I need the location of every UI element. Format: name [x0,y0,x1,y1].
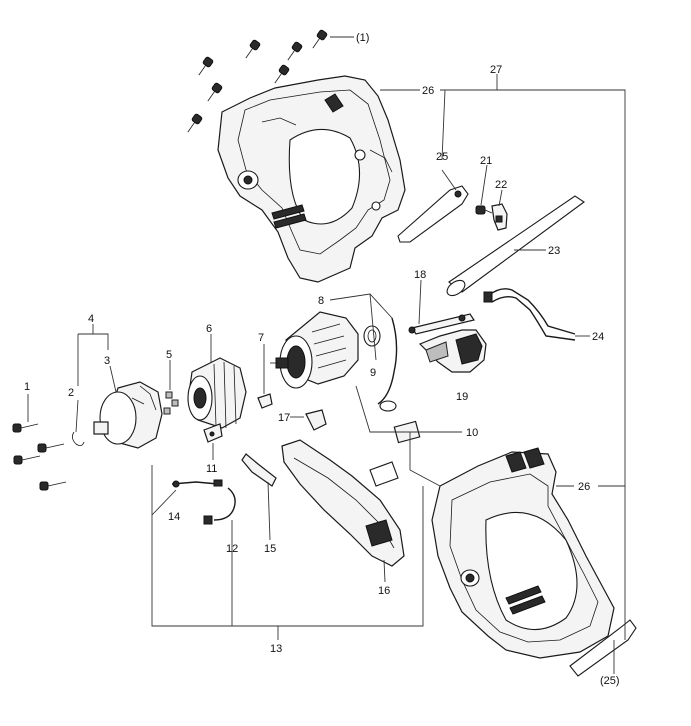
bracket-part-22 [491,203,508,231]
label-ref-1: (1) [356,32,369,44]
housing-half-top [217,75,406,283]
label-4: 4 [88,313,94,325]
screw-icon [198,56,214,76]
screws-top-group [187,29,328,133]
ring-part-9 [363,325,381,347]
label-2: 2 [68,387,74,399]
pins-part-5 [163,391,179,415]
screw-part-21 [475,205,493,215]
switch-part-19 [418,329,487,373]
label-21: 21 [480,155,492,167]
screw-icon [287,41,303,61]
label-1: 1 [24,381,30,393]
leader-lines [27,36,626,674]
brush-wire-part-10 [377,317,421,444]
screw-icon [207,82,223,102]
screw-icon [245,39,261,59]
wire-part-12 [203,487,236,525]
label-7: 7 [258,332,264,344]
callout-labels: (1) 27 26 25 21 22 23 18 24 8 4 6 7 3 5 … [24,32,620,687]
label-13: 13 [270,643,282,655]
label-23: 23 [548,245,560,257]
label-10: 10 [466,427,478,439]
label-16: 16 [378,585,390,597]
gearbox-part-3 [93,381,163,449]
bracket-part-15 [241,453,277,487]
gear-assembly-part-6 [187,357,247,429]
label-17: 17 [278,412,290,424]
label-15: 15 [264,543,276,555]
motor-part-8 [270,311,359,389]
cable-part-24 [483,288,576,341]
screw-icon [274,64,290,84]
label-8: 8 [318,295,324,307]
label-25: 25 [436,151,448,163]
housing-half-bottom [431,447,615,659]
label-11: 11 [206,463,217,475]
screw-icon [187,113,203,133]
screw-icon [12,423,39,433]
clip-part-11 [203,423,223,443]
clip-part-7 [257,393,273,409]
label-26-bottom: 26 [578,481,590,493]
label-14: 14 [168,511,180,523]
rod-part-23 [446,195,585,297]
wire-part-14 [171,479,223,488]
clip-part-25-ref [569,619,637,677]
screw-icon [39,481,67,491]
screws-left-group [12,423,67,491]
label-22: 22 [495,179,507,191]
label-9: 9 [370,367,376,379]
label-24: 24 [592,331,604,343]
label-12: 12 [226,543,238,555]
handle-part-16 [281,439,405,567]
screw-icon [312,29,328,49]
switch-bar-part-18 [408,313,475,335]
brush-holder-part-17 [305,409,327,431]
label-5: 5 [166,349,172,361]
label-6: 6 [206,323,212,335]
screw-icon [13,455,41,465]
label-26-top: 26 [422,85,434,97]
clip-part-25 [397,185,469,243]
label-ref-25: (25) [600,675,620,687]
label-27: 27 [490,64,502,76]
label-19: 19 [456,391,468,403]
label-18: 18 [414,269,426,281]
screw-icon [37,443,65,453]
label-3: 3 [104,355,110,367]
snap-ring-part-2 [72,431,85,446]
